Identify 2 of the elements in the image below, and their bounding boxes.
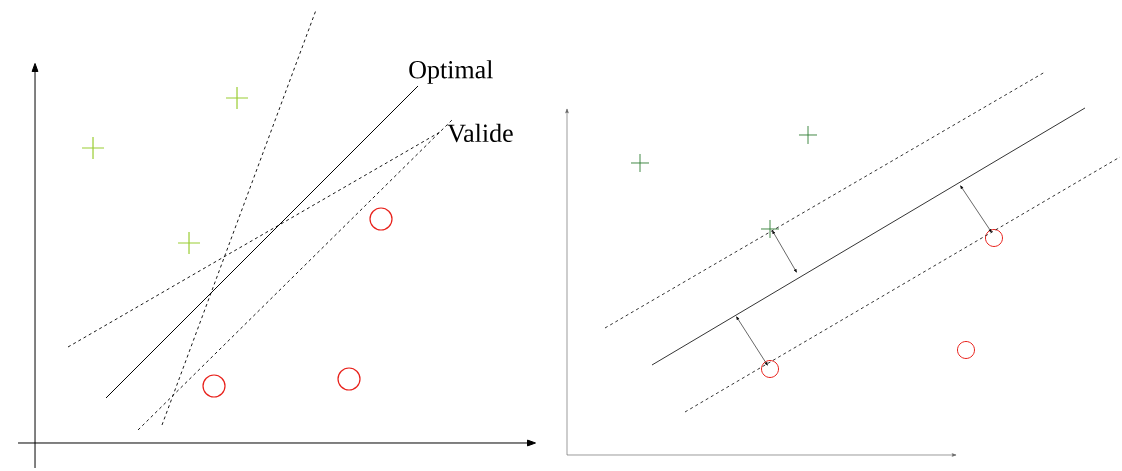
line-label: Valide <box>447 123 513 143</box>
line-label: Optimal <box>409 60 493 84</box>
